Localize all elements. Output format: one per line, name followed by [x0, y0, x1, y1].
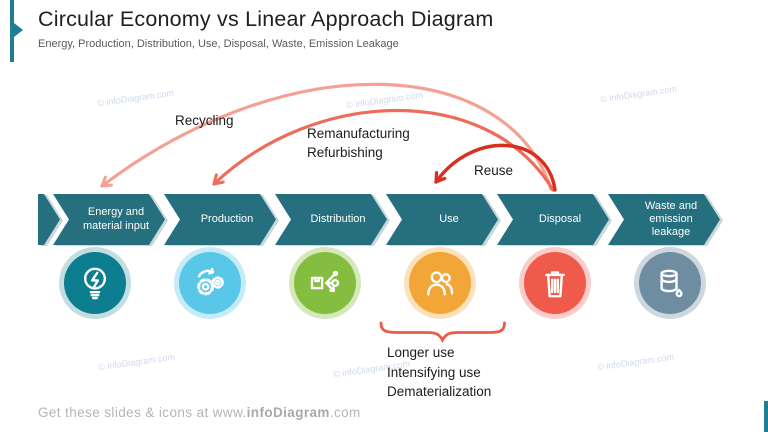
- footer-credit: Get these slides & icons at www.infoDiag…: [38, 405, 361, 420]
- stage-icon-waste: [639, 252, 701, 314]
- chevron-shape: [497, 194, 609, 245]
- watermark: © infoDiagram.com: [96, 87, 175, 109]
- title-accent-arrow-icon: [14, 23, 23, 37]
- stage-chevron-production: Production: [164, 194, 276, 245]
- recycling-label: Recycling: [175, 113, 234, 128]
- watermark: © infoDiagram.com: [97, 351, 176, 373]
- stage-icon-use: [409, 252, 471, 314]
- stage-label: Disposal: [538, 212, 582, 225]
- footer-brand: infoDiagram: [246, 405, 330, 420]
- use-note-line: Intensifying use: [387, 364, 481, 380]
- stage-chevron-energy: Energy and material input: [53, 194, 165, 245]
- stage-label: Distribution: [310, 212, 366, 225]
- gears-icon: [197, 267, 224, 296]
- watermark: © infoDiagram.com: [599, 83, 678, 105]
- stage-label: Energy and material input: [82, 206, 150, 232]
- remanufacturing-label: Remanufacturing Refurbishing: [307, 124, 410, 162]
- watermark: © infoDiagram.com: [345, 89, 424, 111]
- use-note: Longer use Intensifying use Dematerializ…: [387, 343, 491, 402]
- reuse-label: Reuse: [474, 163, 514, 178]
- stage-icon-distribution: [294, 252, 356, 314]
- stage-icon-production: [179, 252, 241, 314]
- stage-chevron-distribution: Distribution: [275, 194, 387, 245]
- stage-label: Production: [200, 212, 254, 225]
- refurbishing-label-line2: Refurbishing: [307, 145, 383, 160]
- footer-prefix: Get these slides & icons at www.: [38, 405, 247, 420]
- stage-chevron-use: Use: [386, 194, 498, 245]
- use-note-line: Dematerialization: [387, 384, 492, 399]
- stage-chevron-waste: Waste and emission leakage: [608, 194, 720, 245]
- people-icon: [427, 271, 454, 296]
- waste-container-leak-icon: [660, 269, 683, 298]
- stage-label: Use: [439, 212, 459, 225]
- chevron-shape: [53, 194, 165, 245]
- process-start-sliver: [38, 194, 60, 245]
- use-note-line: Longer use: [387, 345, 455, 360]
- stage-chevron-disposal: Disposal: [497, 194, 609, 245]
- chevron-shape: [386, 194, 498, 245]
- title-accent-bar: [10, 0, 14, 62]
- footer-suffix: .com: [329, 405, 361, 420]
- page-title: Circular Economy vs Linear Approach Diag…: [38, 7, 494, 31]
- chevron-shape: [164, 194, 276, 245]
- page-subtitle: Energy, Production, Distribution, Use, D…: [38, 38, 399, 50]
- use-note-bracket: [379, 321, 506, 343]
- package-distribution-icon: [310, 270, 340, 293]
- watermark: © infoDiagram.com: [596, 351, 675, 373]
- stage-icon-disposal: [524, 252, 586, 314]
- stage-icon-energy: [64, 252, 126, 314]
- trash-bin-icon: [545, 271, 565, 298]
- stage-label: Waste and emission leakage: [644, 199, 698, 239]
- remanufacturing-label-line1: Remanufacturing: [307, 126, 410, 141]
- corner-accent-bar: [764, 401, 768, 432]
- chevron-shape: [608, 194, 720, 245]
- lightbulb-bolt-icon: [83, 267, 107, 300]
- chevron-shape: [275, 194, 387, 245]
